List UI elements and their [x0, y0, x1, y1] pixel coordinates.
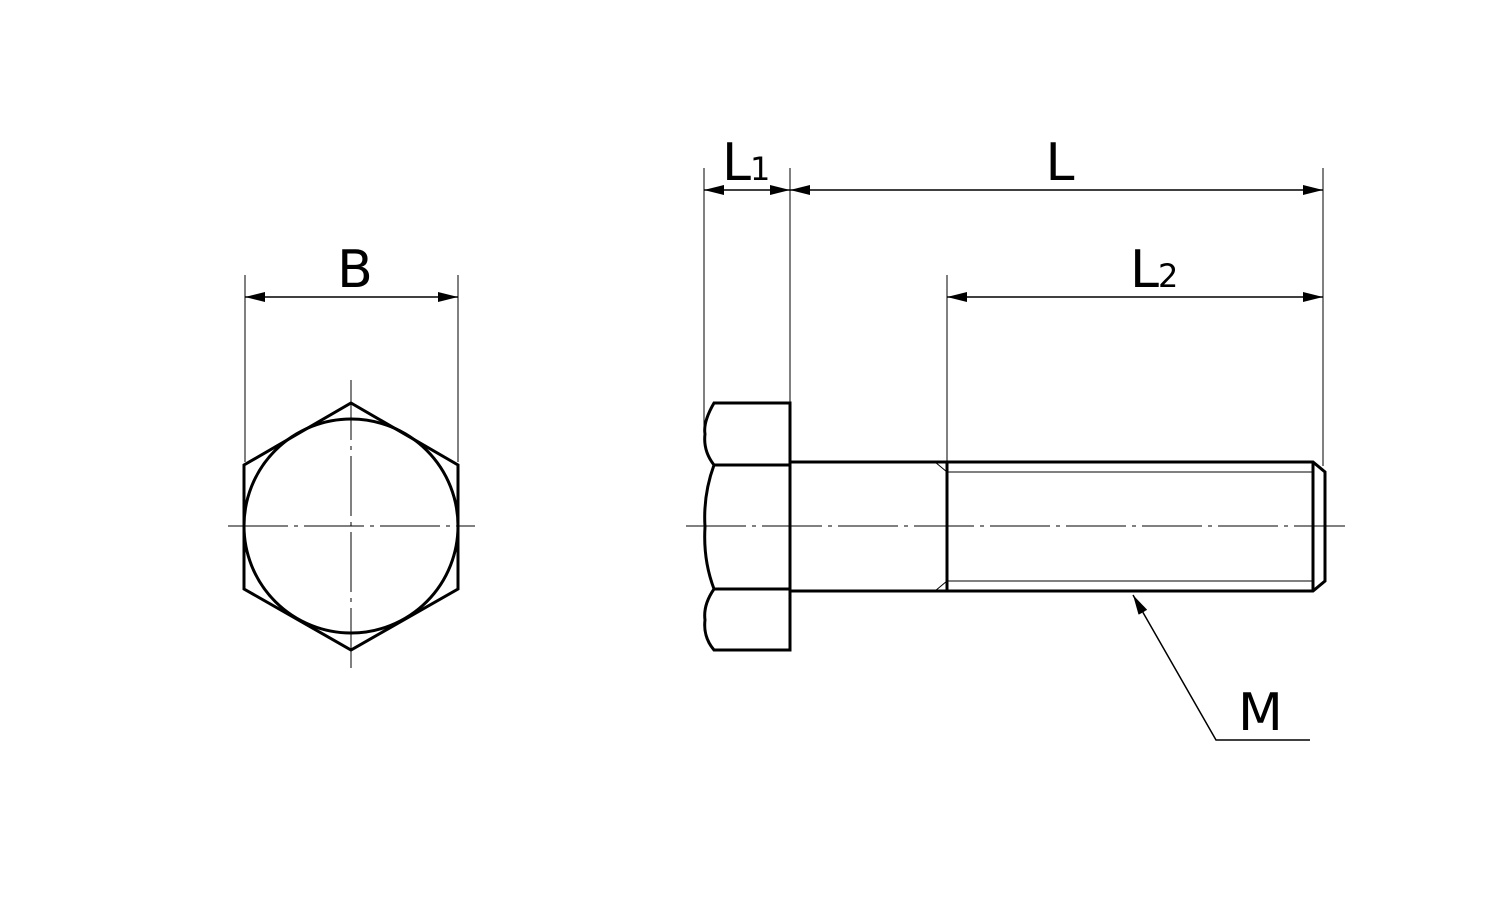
m-leader-line — [1132, 594, 1310, 741]
thread-runout-lower — [934, 580, 948, 592]
bolt-head-outline — [703, 401, 792, 652]
dimension-label-l1-letter: L — [722, 133, 751, 193]
dimension-label-b: B — [337, 240, 373, 300]
side-view — [686, 168, 1345, 741]
dimension-label-l2-subscript: 2 — [1158, 257, 1178, 295]
dimension-label-m: M — [1238, 683, 1283, 743]
dimension-label-l: L — [1046, 133, 1075, 193]
dimension-label-l2-letter: L — [1130, 240, 1159, 300]
end-view — [228, 275, 475, 672]
dimension-label-l1-subscript: 1 — [750, 150, 770, 188]
thread-runout-upper — [934, 461, 948, 473]
